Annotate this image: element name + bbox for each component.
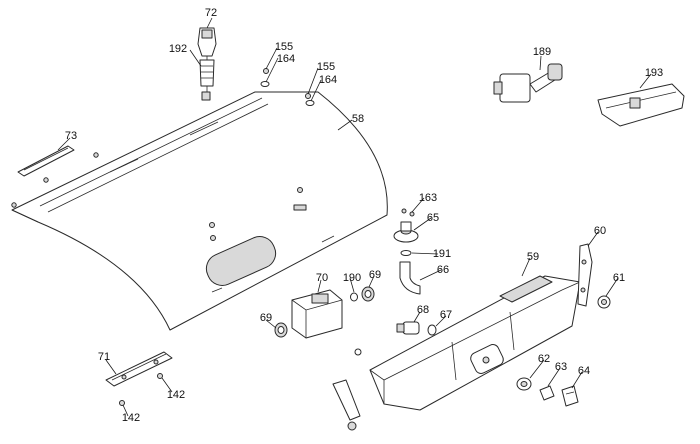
- part-73-rail: [11, 145, 99, 208]
- part-60-hinge: [577, 243, 593, 307]
- callout-70: 70: [316, 272, 328, 284]
- part-58-cover-panel: [11, 91, 388, 331]
- callout-190: 190: [343, 272, 361, 284]
- callout-142-a: 142: [167, 389, 185, 401]
- callout-59: 59: [527, 251, 539, 263]
- part-70-valve: [291, 289, 343, 339]
- leader-lines: [57, 17, 652, 417]
- part-65-flange: [393, 221, 419, 243]
- callout-labels: 72 192 155 164 155 164 58 73 189 193 163…: [65, 7, 663, 424]
- part-164-washer-b: [305, 100, 315, 106]
- part-155-screw-a: [263, 68, 269, 74]
- callout-163: 163: [419, 192, 437, 204]
- callout-58: 58: [352, 113, 364, 125]
- part-191-clip: [400, 250, 412, 256]
- callout-189: 189: [533, 46, 551, 58]
- part-192-cable: [199, 56, 215, 101]
- callout-63: 63: [555, 361, 567, 373]
- part-64-clip: [561, 385, 579, 407]
- part-142-screw-b: [119, 400, 125, 406]
- part-155-screw-b: [305, 93, 311, 99]
- part-72-connector: [197, 27, 217, 57]
- callout-72: 72: [205, 7, 217, 19]
- part-164-washer-a: [260, 81, 270, 87]
- part-66-elbow: [399, 261, 421, 295]
- callout-192: 192: [169, 43, 187, 55]
- callout-191: 191: [433, 248, 451, 260]
- part-63-nut: [539, 385, 555, 401]
- callout-68: 68: [417, 304, 429, 316]
- part-69-grommet-b: [274, 322, 288, 338]
- part-69-grommet-a: [361, 286, 375, 302]
- part-67-oring: [427, 324, 437, 336]
- callout-164-a: 164: [277, 53, 295, 65]
- callout-66: 66: [437, 264, 449, 276]
- callout-193: 193: [645, 67, 663, 79]
- callout-65: 65: [427, 212, 439, 224]
- part-62-cap: [516, 377, 532, 391]
- callout-69-b: 69: [260, 312, 272, 324]
- part-142-screw-a: [157, 373, 163, 379]
- part-59-housing: [369, 275, 581, 411]
- part-61-knob: [597, 295, 611, 309]
- part-189-pump: [493, 63, 563, 103]
- callout-61: 61: [613, 272, 625, 284]
- lower-bracket: [332, 348, 362, 431]
- callout-62: 62: [538, 353, 550, 365]
- part-71-handle: [105, 351, 173, 387]
- callout-64: 64: [578, 365, 590, 377]
- callout-71: 71: [98, 351, 110, 363]
- callout-155-b: 155: [317, 61, 335, 73]
- callout-69-a: 69: [369, 269, 381, 281]
- callout-67: 67: [440, 309, 452, 321]
- callout-60: 60: [594, 225, 606, 237]
- callout-164-b: 164: [319, 74, 337, 86]
- part-190-seal: [350, 292, 358, 302]
- part-163-screws: [401, 208, 415, 217]
- callout-155-a: 155: [275, 41, 293, 53]
- part-68-coupling: [396, 321, 420, 335]
- callout-73: 73: [65, 130, 77, 142]
- callout-142-b: 142: [122, 412, 140, 424]
- part-193-bracket: [597, 83, 685, 127]
